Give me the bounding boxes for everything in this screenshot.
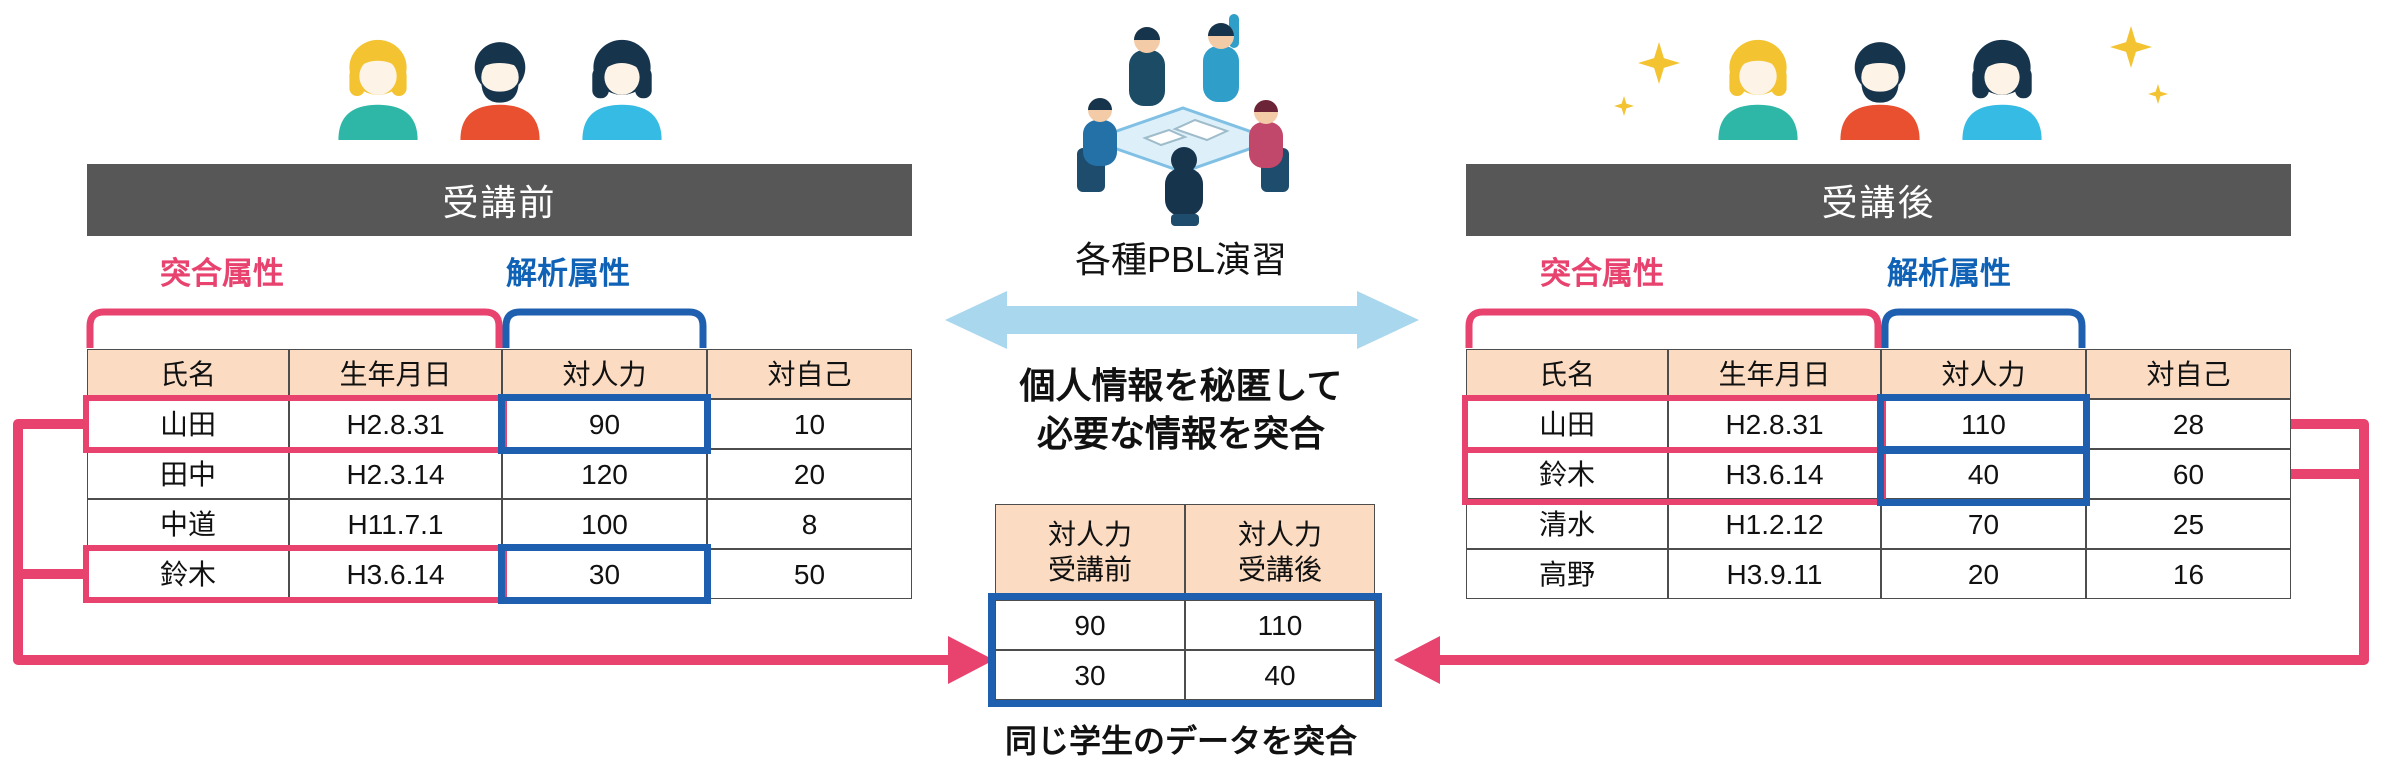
match-connector-left (13, 419, 950, 665)
table-cell: 90 (502, 399, 707, 449)
analysis-bracket-right (1881, 308, 2086, 348)
avatar-blonde-person (338, 39, 418, 140)
table-cell: 40 (1881, 449, 2086, 499)
table-cell: 50 (707, 549, 912, 599)
table-cell: H3.6.14 (289, 549, 502, 599)
table-cell: 40 (1185, 650, 1375, 700)
avatar-bearded-man (1840, 42, 1920, 140)
column-header: 対自己 (2086, 349, 2291, 399)
merge-arrowhead-left (948, 636, 994, 684)
table-cell: 田中 (87, 449, 289, 499)
table-cell: 20 (707, 449, 912, 499)
sparkle-star-icon (1614, 96, 1634, 116)
column-header: 対人力 受講後 (1185, 504, 1375, 600)
table-cell: H2.3.14 (289, 449, 502, 499)
sparkle-star-icon (1638, 42, 1680, 84)
pbl-group-work-illustration (1077, 14, 1289, 226)
table-cell: 高野 (1466, 549, 1668, 599)
table-cell: H2.8.31 (289, 399, 502, 449)
table-cell: H3.6.14 (1668, 449, 1881, 499)
match-bracket-right (1465, 308, 1882, 348)
avatar-group-after (1703, 30, 2057, 140)
table-cell: 90 (995, 600, 1185, 650)
table-cell: 110 (1881, 399, 2086, 449)
table-cell: H11.7.1 (289, 499, 502, 549)
table-cell: 110 (1185, 600, 1375, 650)
before-table: 氏名 生年月日 対人力 対自己 山田 H2.8.31 90 10 田中 H2.3… (87, 349, 912, 599)
column-header: 対人力 (1881, 349, 2086, 399)
avatar-dark-haired-woman (1962, 39, 2042, 140)
column-header: 氏名 (1466, 349, 1668, 399)
merged-table: 対人力 受講前 対人力 受講後 90 110 30 40 (995, 504, 1375, 700)
avatar-group-before (323, 30, 677, 140)
column-header: 生年月日 (1668, 349, 1881, 399)
column-header: 対人力 受講前 (995, 504, 1185, 600)
merge-description-line1: 個人情報を秘匿して (1019, 365, 1343, 406)
table-cell: 山田 (1466, 399, 1668, 449)
column-header: 氏名 (87, 349, 289, 399)
before-header-bar: 受講前 (87, 164, 912, 236)
table-cell: 鈴木 (87, 549, 289, 599)
exchange-double-arrow (945, 291, 1419, 349)
analysis-attr-label-right: 解析属性 (1887, 256, 2011, 291)
table-cell: 25 (2086, 499, 2291, 549)
after-header-label: 受講後 (1821, 182, 1936, 223)
table-cell: 中道 (87, 499, 289, 549)
merge-description-line2: 必要な情報を突合 (1036, 412, 1325, 454)
after-table: 氏名 生年月日 対人力 対自己 山田 H2.8.31 110 28 鈴木 H3.… (1466, 349, 2291, 599)
table-cell: 28 (2086, 399, 2291, 449)
table-cell: 10 (707, 399, 912, 449)
match-attr-label-left: 突合属性 (160, 256, 284, 291)
table-cell: 8 (707, 499, 912, 549)
after-header-bar: 受講後 (1466, 164, 2291, 236)
table-cell: 清水 (1466, 499, 1668, 549)
before-header-label: 受講前 (442, 182, 557, 223)
merge-description: 個人情報を秘匿して 必要な情報を突合 (911, 362, 1451, 457)
table-cell: 30 (995, 650, 1185, 700)
table-cell: 120 (502, 449, 707, 499)
avatar-bearded-man (460, 42, 540, 140)
avatar-dark-haired-woman (582, 39, 662, 140)
column-header: 生年月日 (289, 349, 502, 399)
table-cell: 山田 (87, 399, 289, 449)
match-bracket-left (86, 308, 503, 348)
table-cell: 鈴木 (1466, 449, 1668, 499)
merge-caption: 同じ学生のデータを突合 (1004, 723, 1357, 759)
table-cell: 30 (502, 549, 707, 599)
table-cell: 16 (2086, 549, 2291, 599)
sparkle-star-icon (2110, 26, 2152, 68)
table-cell: H2.8.31 (1668, 399, 1881, 449)
column-header: 対自己 (707, 349, 912, 399)
avatar-blonde-person (1718, 39, 1798, 140)
match-connector-right (1438, 419, 2369, 665)
sparkle-star-icon (2148, 84, 2168, 104)
match-attr-label-right: 突合属性 (1540, 256, 1664, 291)
table-cell: 20 (1881, 549, 2086, 599)
table-cell: 70 (1881, 499, 2086, 549)
table-cell: 100 (502, 499, 707, 549)
column-header: 対人力 (502, 349, 707, 399)
analysis-bracket-left (502, 308, 707, 348)
analysis-attr-label-left: 解析属性 (506, 256, 630, 291)
table-cell: H3.9.11 (1668, 549, 1881, 599)
merge-arrowhead-right (1394, 636, 1440, 684)
table-cell: 60 (2086, 449, 2291, 499)
table-cell: H1.2.12 (1668, 499, 1881, 549)
pbl-title: 各種PBL演習 (1074, 239, 1288, 280)
